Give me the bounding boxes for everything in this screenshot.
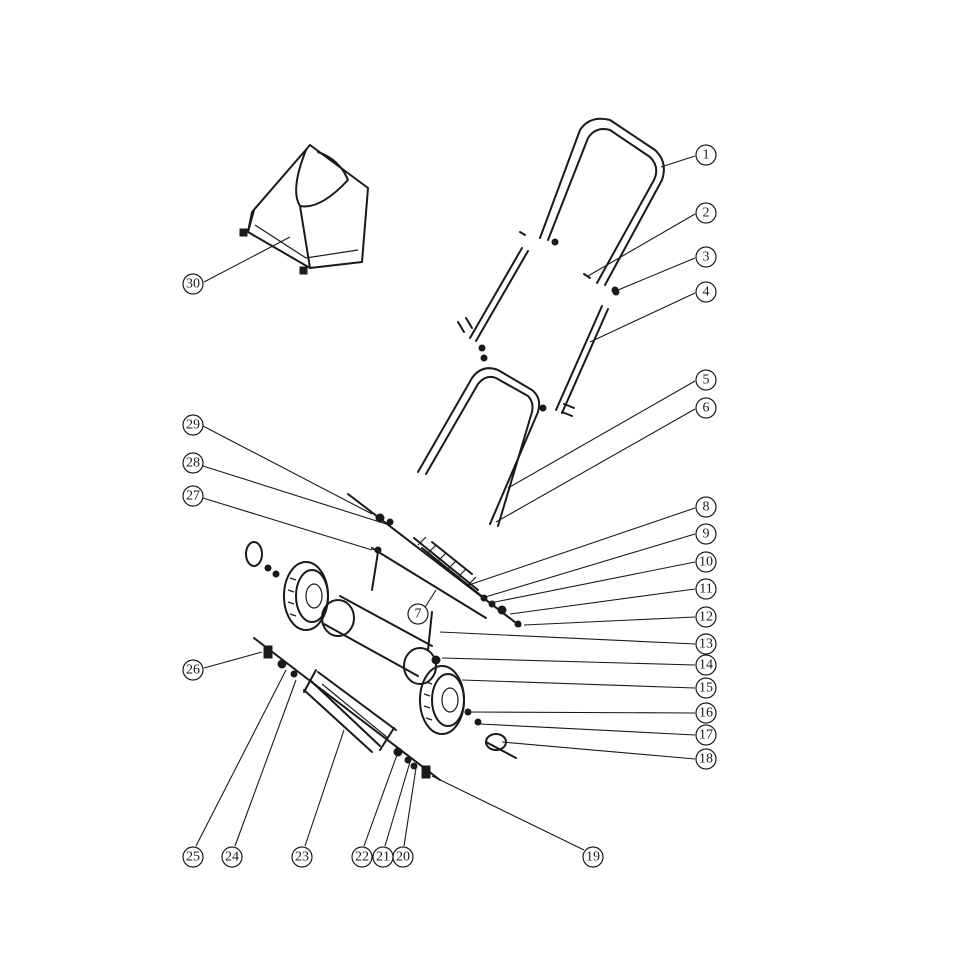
wheel-cap	[485, 733, 517, 759]
callout-29: 29	[182, 414, 204, 436]
svg-text:12: 12	[699, 610, 713, 625]
callout-7: 7	[407, 603, 429, 625]
callout-26: 26	[182, 659, 204, 681]
svg-text:22: 22	[355, 850, 369, 865]
svg-text:8: 8	[703, 500, 710, 515]
callout-2: 2	[695, 202, 717, 224]
svg-text:18: 18	[699, 752, 713, 767]
callout-9: 9	[695, 523, 717, 545]
svg-text:29: 29	[186, 418, 200, 433]
svg-text:30: 30	[186, 277, 200, 292]
grass-catcher	[239, 144, 369, 275]
roller-assembly	[347, 493, 522, 628]
svg-text:5: 5	[703, 373, 710, 388]
callout-14: 14	[695, 654, 717, 676]
callout-27: 27	[182, 485, 204, 507]
svg-text:4: 4	[703, 285, 710, 300]
svg-text:7: 7	[415, 607, 422, 622]
callout-20: 20	[392, 846, 414, 868]
svg-text:26: 26	[186, 663, 200, 678]
callout-19: 19	[582, 846, 604, 868]
svg-text:17: 17	[699, 728, 713, 743]
svg-text:3: 3	[703, 250, 710, 265]
svg-text:16: 16	[699, 706, 713, 721]
callout-30: 30	[182, 273, 204, 295]
bolt-27	[371, 546, 382, 591]
bolts-2-3	[519, 231, 620, 296]
callout-28: 28	[182, 452, 204, 474]
svg-text:13: 13	[699, 637, 713, 652]
svg-text:6: 6	[703, 401, 710, 416]
callout-3: 3	[695, 246, 717, 268]
mid-handle-tubes	[457, 247, 609, 417]
left-wheel	[245, 541, 329, 631]
callout-15: 15	[695, 677, 717, 699]
svg-text:20: 20	[396, 850, 410, 865]
svg-text:23: 23	[295, 850, 309, 865]
callout-11: 11	[695, 578, 717, 600]
svg-text:27: 27	[186, 489, 200, 504]
callout-5: 5	[695, 369, 717, 391]
svg-text:14: 14	[699, 658, 713, 673]
callout-12: 12	[695, 606, 717, 628]
callout-22: 22	[351, 846, 373, 868]
svg-text:28: 28	[186, 456, 200, 471]
callout-8: 8	[695, 496, 717, 518]
svg-text:25: 25	[186, 850, 200, 865]
svg-text:1: 1	[703, 148, 710, 163]
leader-lines	[195, 155, 696, 851]
callout-17: 17	[695, 724, 717, 746]
upper-handle	[539, 117, 665, 294]
svg-text:9: 9	[703, 527, 710, 542]
svg-text:15: 15	[699, 681, 713, 696]
svg-text:2: 2	[703, 206, 710, 221]
svg-text:24: 24	[225, 850, 239, 865]
callout-4: 4	[695, 281, 717, 303]
callout-6: 6	[695, 397, 717, 419]
svg-text:11: 11	[699, 582, 712, 597]
callouts: 1 2 3 4 5 6 7 8 9 10 11 12 13 14 15 16 1…	[182, 144, 717, 868]
reel-assembly	[253, 637, 441, 781]
right-wheel	[419, 665, 482, 735]
callout-10: 10	[695, 551, 717, 573]
callout-23: 23	[291, 846, 313, 868]
callout-24: 24	[221, 846, 243, 868]
main-frame	[321, 595, 441, 685]
callout-13: 13	[695, 633, 717, 655]
svg-text:10: 10	[699, 555, 713, 570]
callout-18: 18	[695, 748, 717, 770]
lower-handle	[417, 367, 541, 527]
callout-21: 21	[372, 846, 394, 868]
callout-16: 16	[695, 702, 717, 724]
svg-text:19: 19	[586, 850, 600, 865]
svg-text:21: 21	[376, 850, 390, 865]
callout-1: 1	[695, 144, 717, 166]
callout-25: 25	[182, 846, 204, 868]
